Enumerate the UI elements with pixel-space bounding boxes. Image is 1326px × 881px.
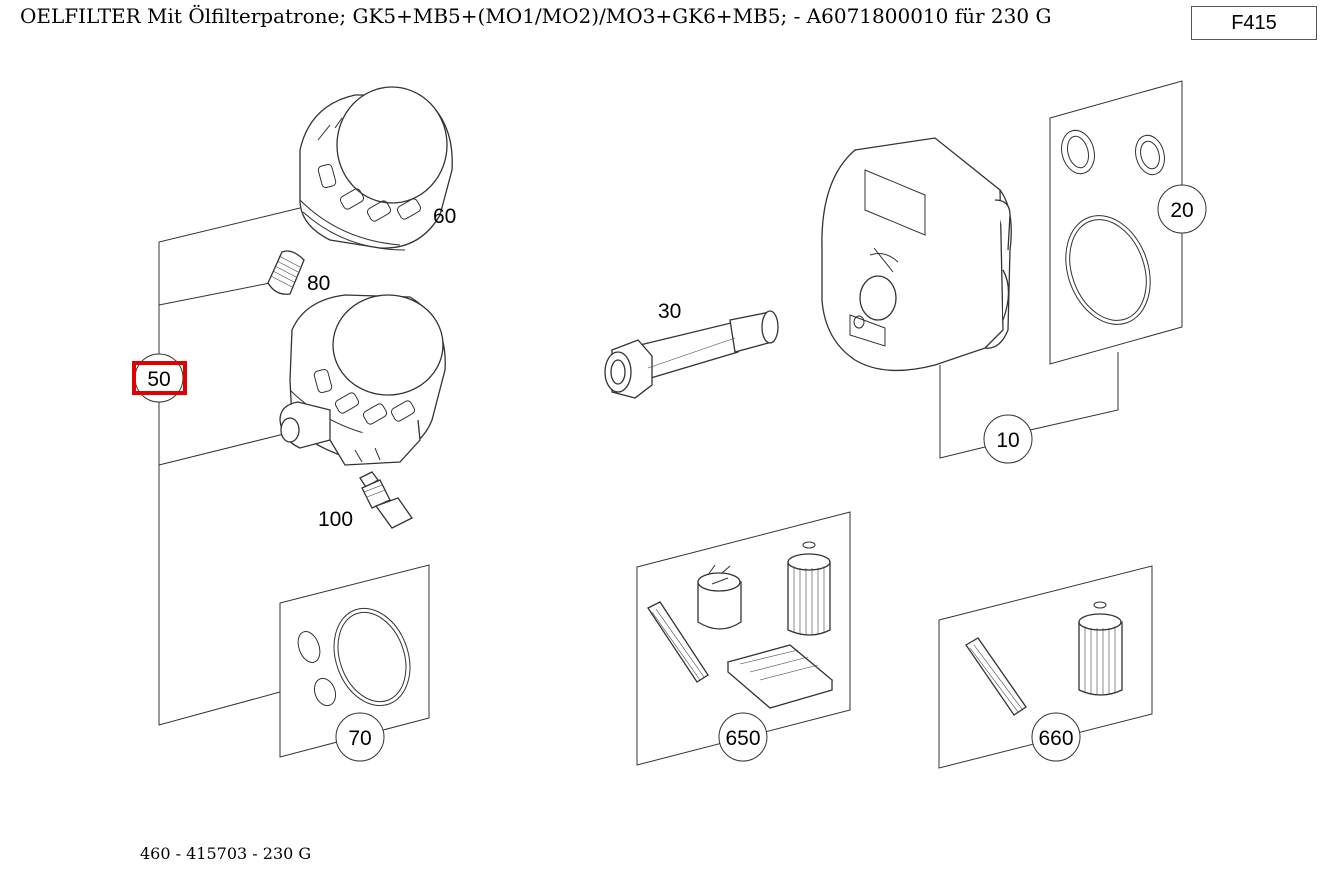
oil-cooler-housing-10[interactable] [821, 137, 1012, 372]
callout-100[interactable]: 100 [318, 508, 353, 531]
callout-650[interactable]: 650 [725, 727, 760, 750]
callout-20[interactable]: 20 [1170, 199, 1193, 222]
callout-70-circle [335, 712, 385, 762]
callout-660[interactable]: 660 [1038, 727, 1073, 750]
gasket-kit-20[interactable] [1049, 80, 1183, 365]
callout-650-circle [718, 712, 768, 762]
housing-10-bracket [939, 352, 1119, 459]
pressure-sensor-100[interactable] [359, 471, 413, 529]
assembly-50-bracket [158, 207, 301, 726]
service-kit-660[interactable] [938, 565, 1153, 769]
selected-position-highlight [132, 361, 187, 395]
service-kit-650[interactable] [636, 511, 851, 766]
callout-80[interactable]: 80 [307, 272, 330, 295]
hollow-bolt-30[interactable] [604, 310, 779, 399]
diagram-reference: 460 - 415703 - 230 G [140, 844, 312, 863]
callout-660-circle [1031, 712, 1081, 762]
callout-60[interactable]: 60 [433, 205, 456, 228]
callout-50[interactable]: 50 [147, 368, 170, 391]
filter-cap-60[interactable] [299, 86, 453, 251]
group-code-badge: F415 [1191, 6, 1317, 40]
callout-20-circle [1157, 184, 1207, 234]
callout-70[interactable]: 70 [348, 727, 371, 750]
page-title: OELFILTER Mit Ölfilterpatrone; GK5+MB5+(… [20, 4, 1052, 28]
callout-30[interactable]: 30 [658, 300, 681, 323]
callout-10[interactable]: 10 [996, 429, 1019, 452]
callout-10-circle [983, 414, 1033, 464]
filter-housing-50[interactable] [279, 294, 446, 466]
threaded-stud-80[interactable] [267, 250, 305, 295]
seal-kit-70[interactable] [279, 564, 430, 758]
